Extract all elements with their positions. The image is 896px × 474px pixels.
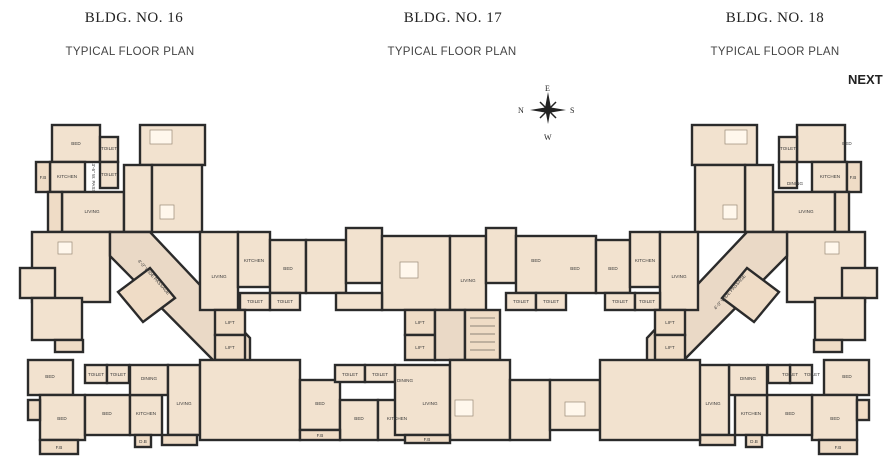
label-bed: BED bbox=[531, 258, 541, 263]
bldg-18-title: BLDG. NO. 18 bbox=[725, 10, 825, 26]
label-fb: F.B bbox=[850, 175, 857, 180]
label-lift: LIFT bbox=[415, 345, 425, 350]
label-dining: DINING bbox=[141, 376, 158, 381]
label-toilet: TOILET bbox=[513, 299, 529, 304]
label-toilet: TOILET bbox=[782, 372, 798, 377]
label-toilet: TOILET bbox=[110, 372, 126, 377]
label-bed: BED bbox=[57, 416, 67, 421]
label-kitchen: KITCHEN bbox=[635, 258, 655, 263]
label-bed: BED bbox=[842, 374, 852, 379]
label-db: D.B bbox=[139, 439, 147, 444]
label-kitchen: KITCHEN bbox=[387, 416, 407, 421]
label-lift: LIFT bbox=[225, 320, 235, 325]
label-bed: BED bbox=[71, 141, 81, 146]
label-db: D.B bbox=[750, 439, 758, 444]
label-bed: BED bbox=[842, 141, 852, 146]
label-toilet: TOILET bbox=[88, 372, 104, 377]
compass-w: W bbox=[544, 133, 552, 142]
label-fb: F.B bbox=[40, 175, 47, 180]
label-dining: DINING bbox=[397, 378, 414, 383]
label-toilet: TOILET bbox=[612, 299, 628, 304]
label-bed: BED bbox=[785, 411, 795, 416]
label-living: LIVING bbox=[211, 274, 226, 279]
label-bed: BED bbox=[354, 416, 364, 421]
bldg-16-subtitle: TYPICAL FLOOR PLAN bbox=[65, 46, 195, 58]
label-toilet: TOILET bbox=[804, 372, 820, 377]
label-living: LIVING bbox=[176, 401, 191, 406]
label-fb: F.B bbox=[56, 445, 63, 450]
label-living: LIVING bbox=[460, 278, 475, 283]
label-toilet: TOILET bbox=[639, 299, 655, 304]
label-lift: LIFT bbox=[415, 320, 425, 325]
label-toilet: TOILET bbox=[372, 372, 388, 377]
label-bed: BED bbox=[570, 266, 580, 271]
label-dining: DINING bbox=[740, 376, 757, 381]
label-toilet: TOILET bbox=[342, 372, 358, 377]
bldg-18-subtitle: TYPICAL FLOOR PLAN bbox=[710, 46, 840, 58]
label-bed: BED bbox=[45, 374, 55, 379]
compass-e: E bbox=[545, 84, 550, 93]
label-kitchen: KITCHEN bbox=[741, 411, 761, 416]
compass-s: S bbox=[570, 106, 574, 115]
next-button[interactable]: NEXT bbox=[848, 72, 883, 87]
label-living: LIVING bbox=[84, 209, 99, 214]
label-lift: LIFT bbox=[665, 345, 675, 350]
bldg-17-subtitle: TYPICAL FLOOR PLAN bbox=[387, 46, 517, 58]
bldg-17-plan bbox=[198, 226, 702, 445]
label-fb: F.B bbox=[317, 433, 324, 438]
label-kitchen: KITCHEN bbox=[244, 258, 264, 263]
label-living: LIVING bbox=[705, 401, 720, 406]
label-dining: DINING bbox=[787, 181, 804, 186]
label-living: LIVING bbox=[671, 274, 686, 279]
label-lift: LIFT bbox=[225, 345, 235, 350]
compass-n: N bbox=[518, 106, 524, 115]
label-toilet: TOILET bbox=[101, 146, 117, 151]
label-bed: BED bbox=[830, 416, 840, 421]
label-toilet: TOILET bbox=[101, 172, 117, 177]
label-fb: F.B bbox=[424, 437, 431, 442]
label-lift: LIFT bbox=[665, 320, 675, 325]
bldg-17-title: BLDG. NO. 17 bbox=[403, 10, 503, 26]
label-kitchen: KITCHEN bbox=[820, 174, 840, 179]
label-bed: BED bbox=[283, 266, 293, 271]
label-bed: BED bbox=[315, 401, 325, 406]
compass-icon: E N S W bbox=[518, 84, 574, 142]
label-fb: F.B bbox=[835, 445, 842, 450]
label-living: LIVING bbox=[798, 209, 813, 214]
label-kitchen: KITCHEN bbox=[136, 411, 156, 416]
label-toilet: TOILET bbox=[247, 299, 263, 304]
label-toilet: TOILET bbox=[780, 146, 796, 151]
label-living: LIVING bbox=[422, 401, 437, 406]
bldg-16-title: BLDG. NO. 16 bbox=[84, 10, 184, 26]
label-wpass: 3'-6" W. PASS bbox=[91, 164, 96, 193]
label-kitchen: KITCHEN bbox=[57, 174, 77, 179]
label-toilet: TOILET bbox=[543, 299, 559, 304]
label-toilet: TOILET bbox=[277, 299, 293, 304]
label-bed: BED bbox=[608, 266, 618, 271]
label-bed: BED bbox=[102, 411, 112, 416]
